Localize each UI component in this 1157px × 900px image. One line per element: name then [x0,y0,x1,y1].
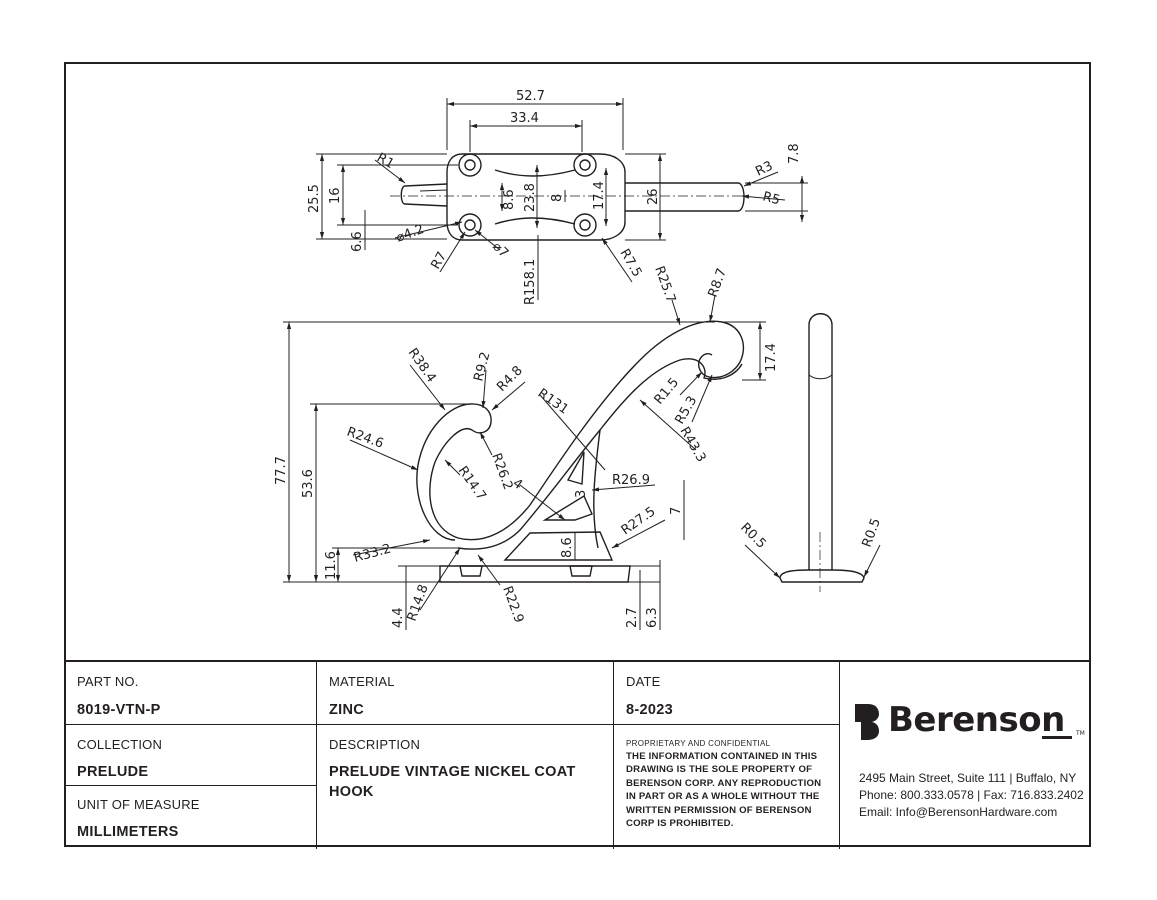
logo-underline [1042,736,1072,739]
dim-dia-7: ⌀7 [489,239,511,261]
confidential-line-1: THE INFORMATION CONTAINED IN THIS [626,751,818,762]
date-label: DATE [626,674,661,689]
part-no-label: PART NO. [77,674,139,689]
dim-r5: R5 [761,189,782,208]
dim-3: 3 [574,490,589,498]
berenson-logo-icon [855,704,879,740]
description-label: DESCRIPTION [329,737,421,752]
dim-17-4-front: 17.4 [764,343,779,372]
unit-label: UNIT OF MEASURE [77,797,200,812]
divider [316,662,317,849]
dim-11-6: 11.6 [324,551,339,580]
dim-52-7: 52.7 [516,89,545,104]
dim-r26-9: R26.9 [612,473,650,488]
dim-26: 26 [646,188,661,205]
dim-r4-8: R4.8 [494,363,526,395]
dim-33-4: 33.4 [510,111,539,126]
dim-25-5: 25.5 [307,184,322,213]
drawing-sheet-border [64,62,1091,847]
dim-23-8: 23.8 [523,183,538,212]
collection-value: PRELUDE [77,764,149,780]
dim-r1: R1 [374,150,396,172]
dim-8-6: 8.6 [502,189,517,210]
dim-2-7: 2.7 [625,607,640,628]
dim-r131: R131 [535,386,571,418]
dim-4-4: 4.4 [391,607,406,628]
dim-r8-7: R8.7 [706,266,730,299]
dim-r22-9: R22.9 [499,584,526,625]
date-value: 8-2023 [626,702,673,718]
top-view-plate [446,153,626,241]
part-no-value: 8019-VTN-P [77,702,161,718]
dim-8-6-front: 8.6 [560,537,575,558]
dim-16: 16 [328,187,343,204]
dim-r5-3: R5.3 [672,394,700,427]
dim-r0-5-left: R0.5 [737,520,769,552]
confidential-line-4: IN PART OR AS A WHOLE WITHOUT THE [626,791,820,802]
collection-label: COLLECTION [77,737,163,752]
top-view: 52.7 33.4 7.8 R1 R3 R5 25.5 16 8.6 23.8 … [307,89,808,305]
dim-7-8: 7.8 [787,143,802,164]
trademark-mark: TM [1076,730,1085,737]
dim-77-7: 77.7 [274,456,289,485]
description-value-line1: PRELUDE VINTAGE NICKEL COAT [329,764,576,780]
hook-outline [416,320,745,541]
dim-r7-5: R7.5 [617,247,645,280]
dim-r0-5-right: R0.5 [860,516,884,549]
divider [839,662,840,849]
material-value: ZINC [329,702,365,718]
unit-value: MILLIMETERS [77,824,179,840]
dim-r27-5: R27.5 [619,504,659,538]
technical-drawing: 52.7 33.4 7.8 R1 R3 R5 25.5 16 8.6 23.8 … [274,89,884,630]
side-view: R0.5 R0.5 [737,313,884,592]
dim-6-6: 6.6 [350,231,365,252]
company-logo-name: Berenson [888,700,1065,740]
dim-6-3: 6.3 [645,607,660,628]
dim-r3: R3 [753,159,775,180]
dim-r1-5: R1.5 [652,375,683,407]
confidential-line-6: CORP IS PROHIBITED. [626,818,734,829]
dim-r9-2: R9.2 [471,350,493,383]
confidential-heading: PROPRIETARY AND CONFIDENTIAL [626,739,771,748]
dim-r33-2: R33.2 [352,542,393,566]
dim-r43-3: R43.3 [677,425,709,465]
dim-r25-7: R25.7 [651,264,678,305]
dim-53-6: 53.6 [301,469,316,498]
company-email: Email: Info@BerensonHardware.com [859,805,1058,819]
title-block: PART NO. 8019-VTN-P MATERIAL ZINC DATE 8… [64,660,1091,849]
confidential-line-2: DRAWING IS THE SOLE PROPERTY OF [626,764,813,775]
divider [64,724,839,725]
divider [613,662,614,849]
dim-r14-7: R14.7 [455,464,489,504]
dim-r7: R7 [428,250,450,272]
confidential-line-5: WRITTEN PERMISSION OF BERENSON [626,805,812,816]
front-view: R25.7 R8.7 17.4 R1.5 R5.3 R43.3 R38.4 R9… [274,264,779,630]
company-phone: Phone: 800.333.0578 | Fax: 716.833.2402 [859,788,1084,802]
dim-17-4: 17.4 [592,181,607,210]
dim-8: 8 [550,194,565,202]
divider [64,785,316,786]
company-address: 2495 Main Street, Suite 111 | Buffalo, N… [859,771,1077,785]
description-value-line2: HOOK [329,784,374,800]
confidential-line-3: BERENSON CORP. ANY REPRODUCTION [626,778,822,789]
dim-7: 7 [669,507,684,515]
material-label: MATERIAL [329,674,395,689]
dim-r14-8: R14.8 [405,583,432,624]
dim-r24-6: R24.6 [345,425,386,452]
dim-r158-1: R158.1 [523,259,538,305]
